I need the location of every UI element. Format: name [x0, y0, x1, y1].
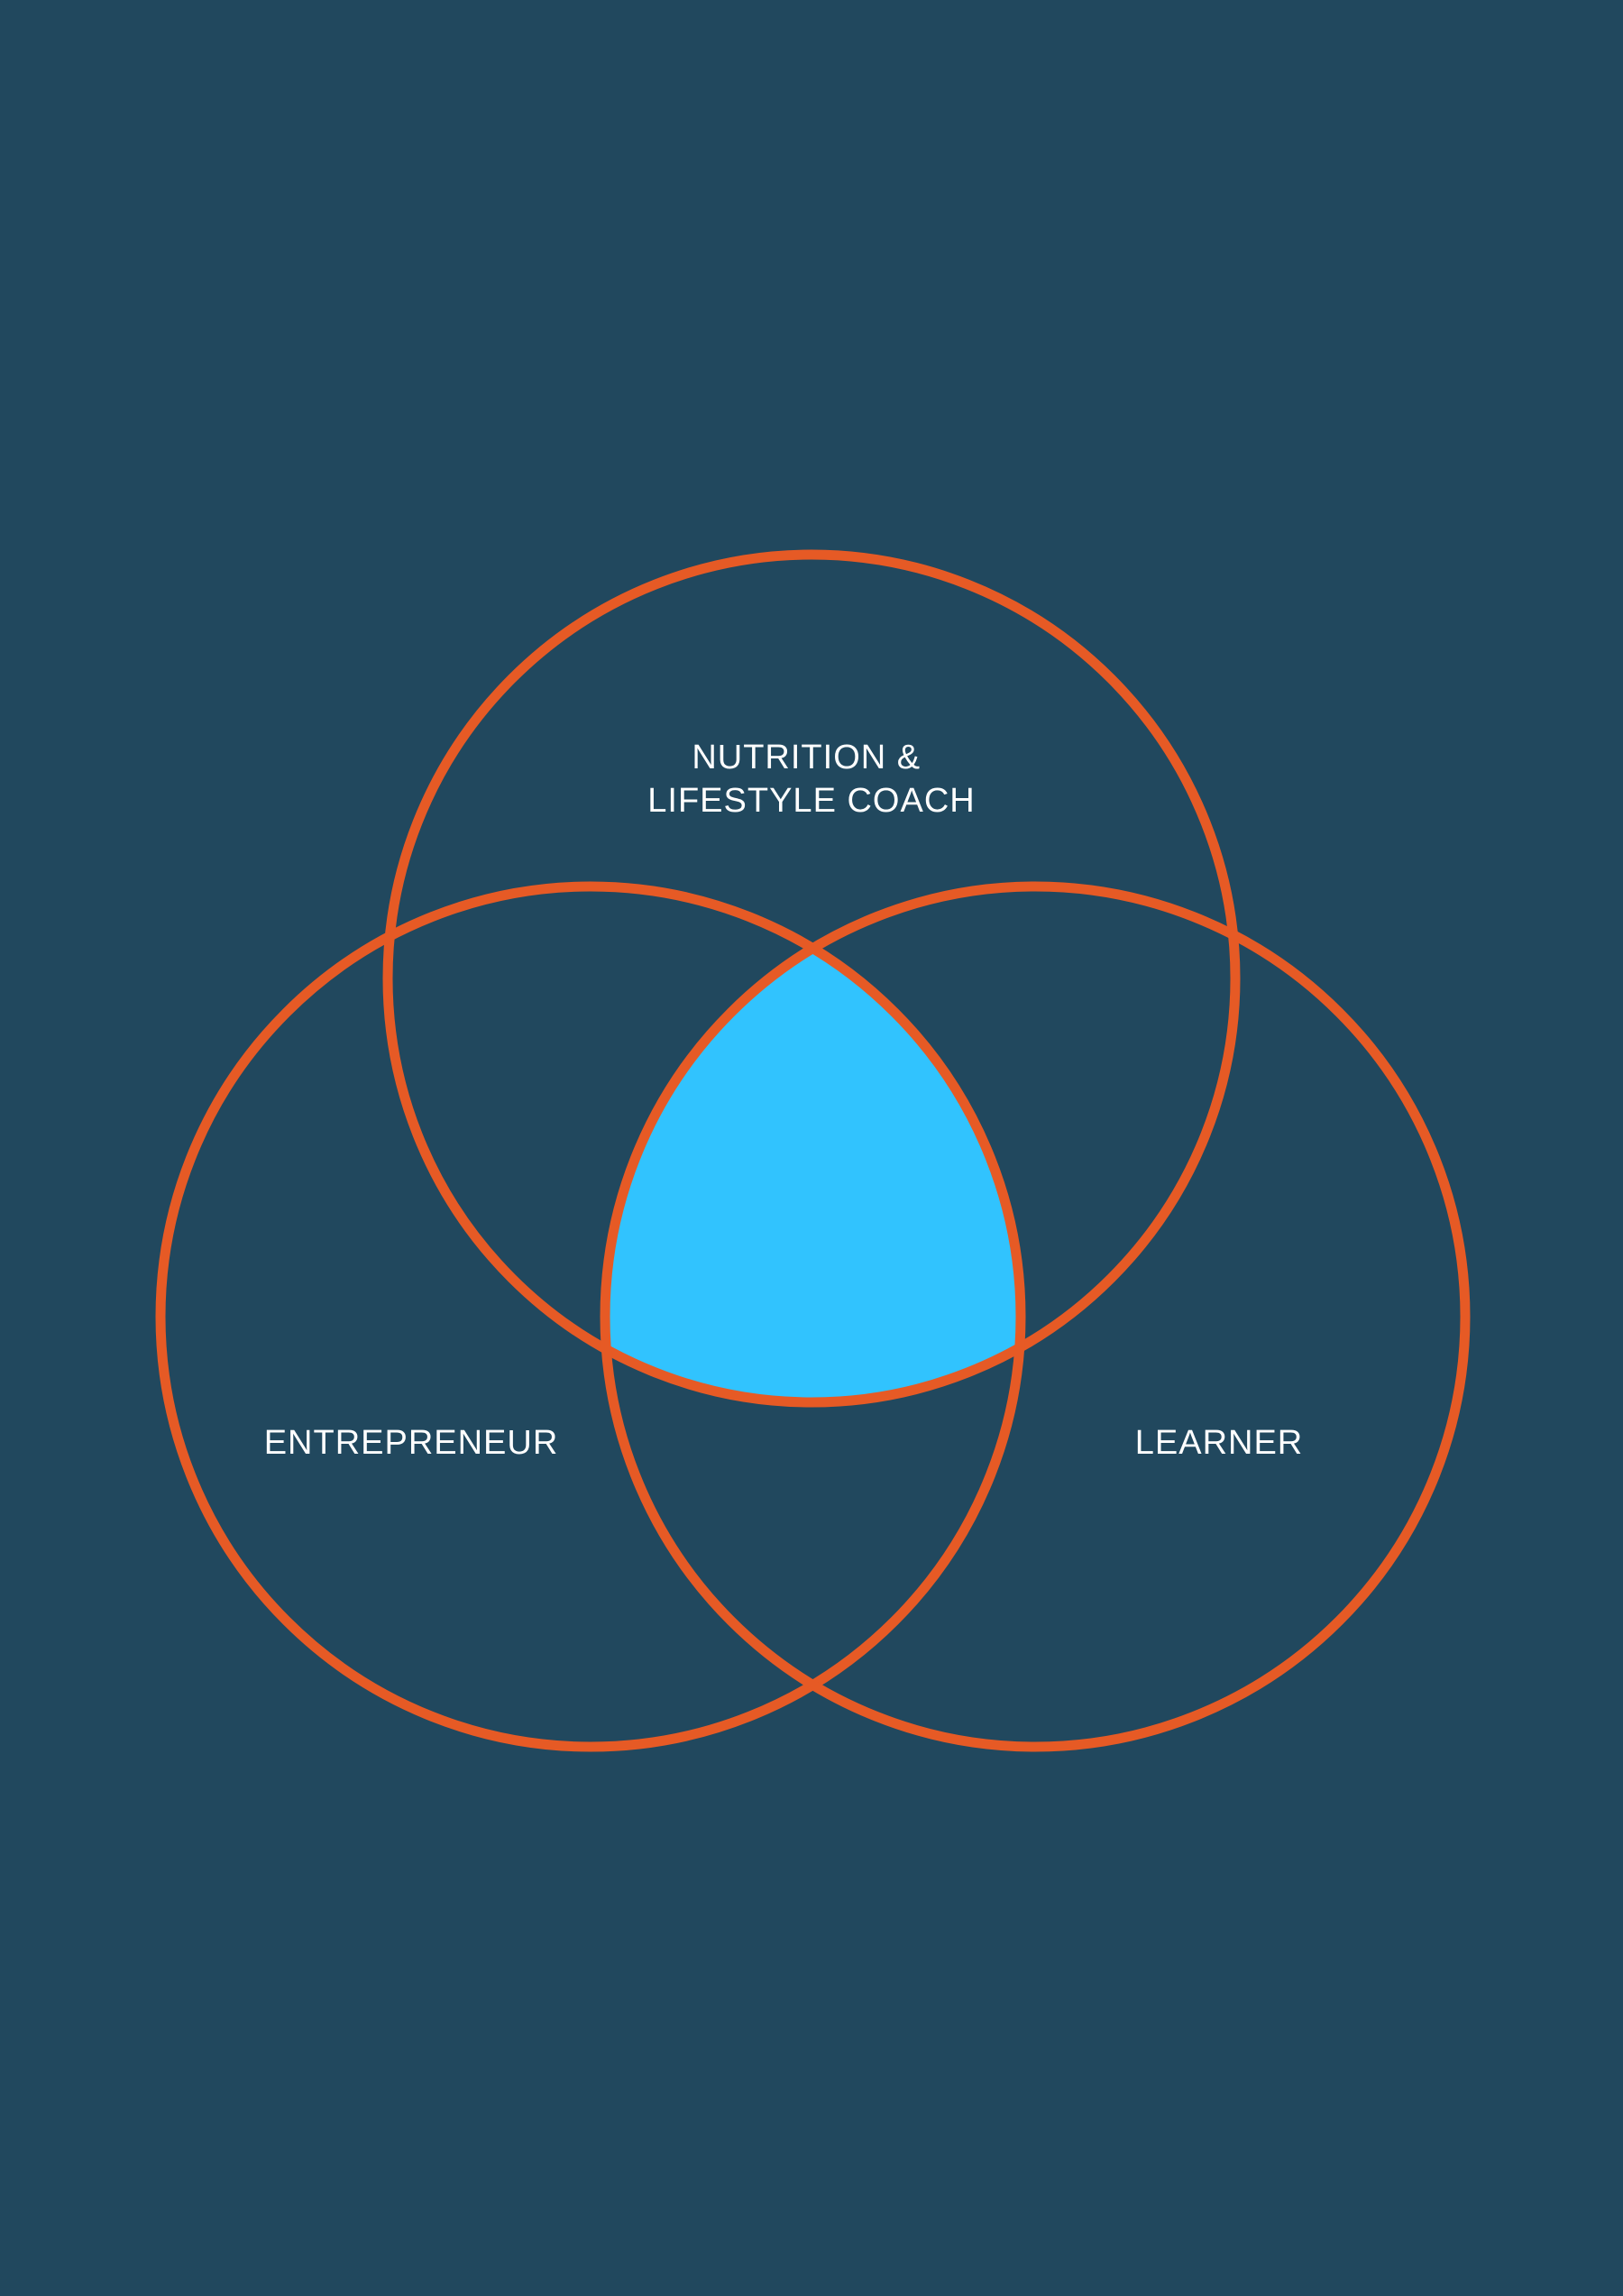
label-right-line-1: LEARNER: [1135, 1424, 1304, 1462]
label-top-line-1: NUTRITION &: [692, 739, 921, 776]
intersection-highlight: [605, 886, 1021, 1402]
label-left-line-1: ENTREPRENEUR: [264, 1424, 559, 1462]
label-right: LEARNER: [1135, 1424, 1304, 1462]
label-left: ENTREPRENEUR: [264, 1424, 559, 1462]
set-circle-right: [600, 881, 1471, 1752]
label-top: NUTRITION & LIFESTYLE COACH: [647, 739, 975, 820]
set-circle-left: [155, 881, 1026, 1752]
set-circle-top: [382, 549, 1241, 1408]
label-top-line-2: LIFESTYLE COACH: [647, 782, 975, 820]
